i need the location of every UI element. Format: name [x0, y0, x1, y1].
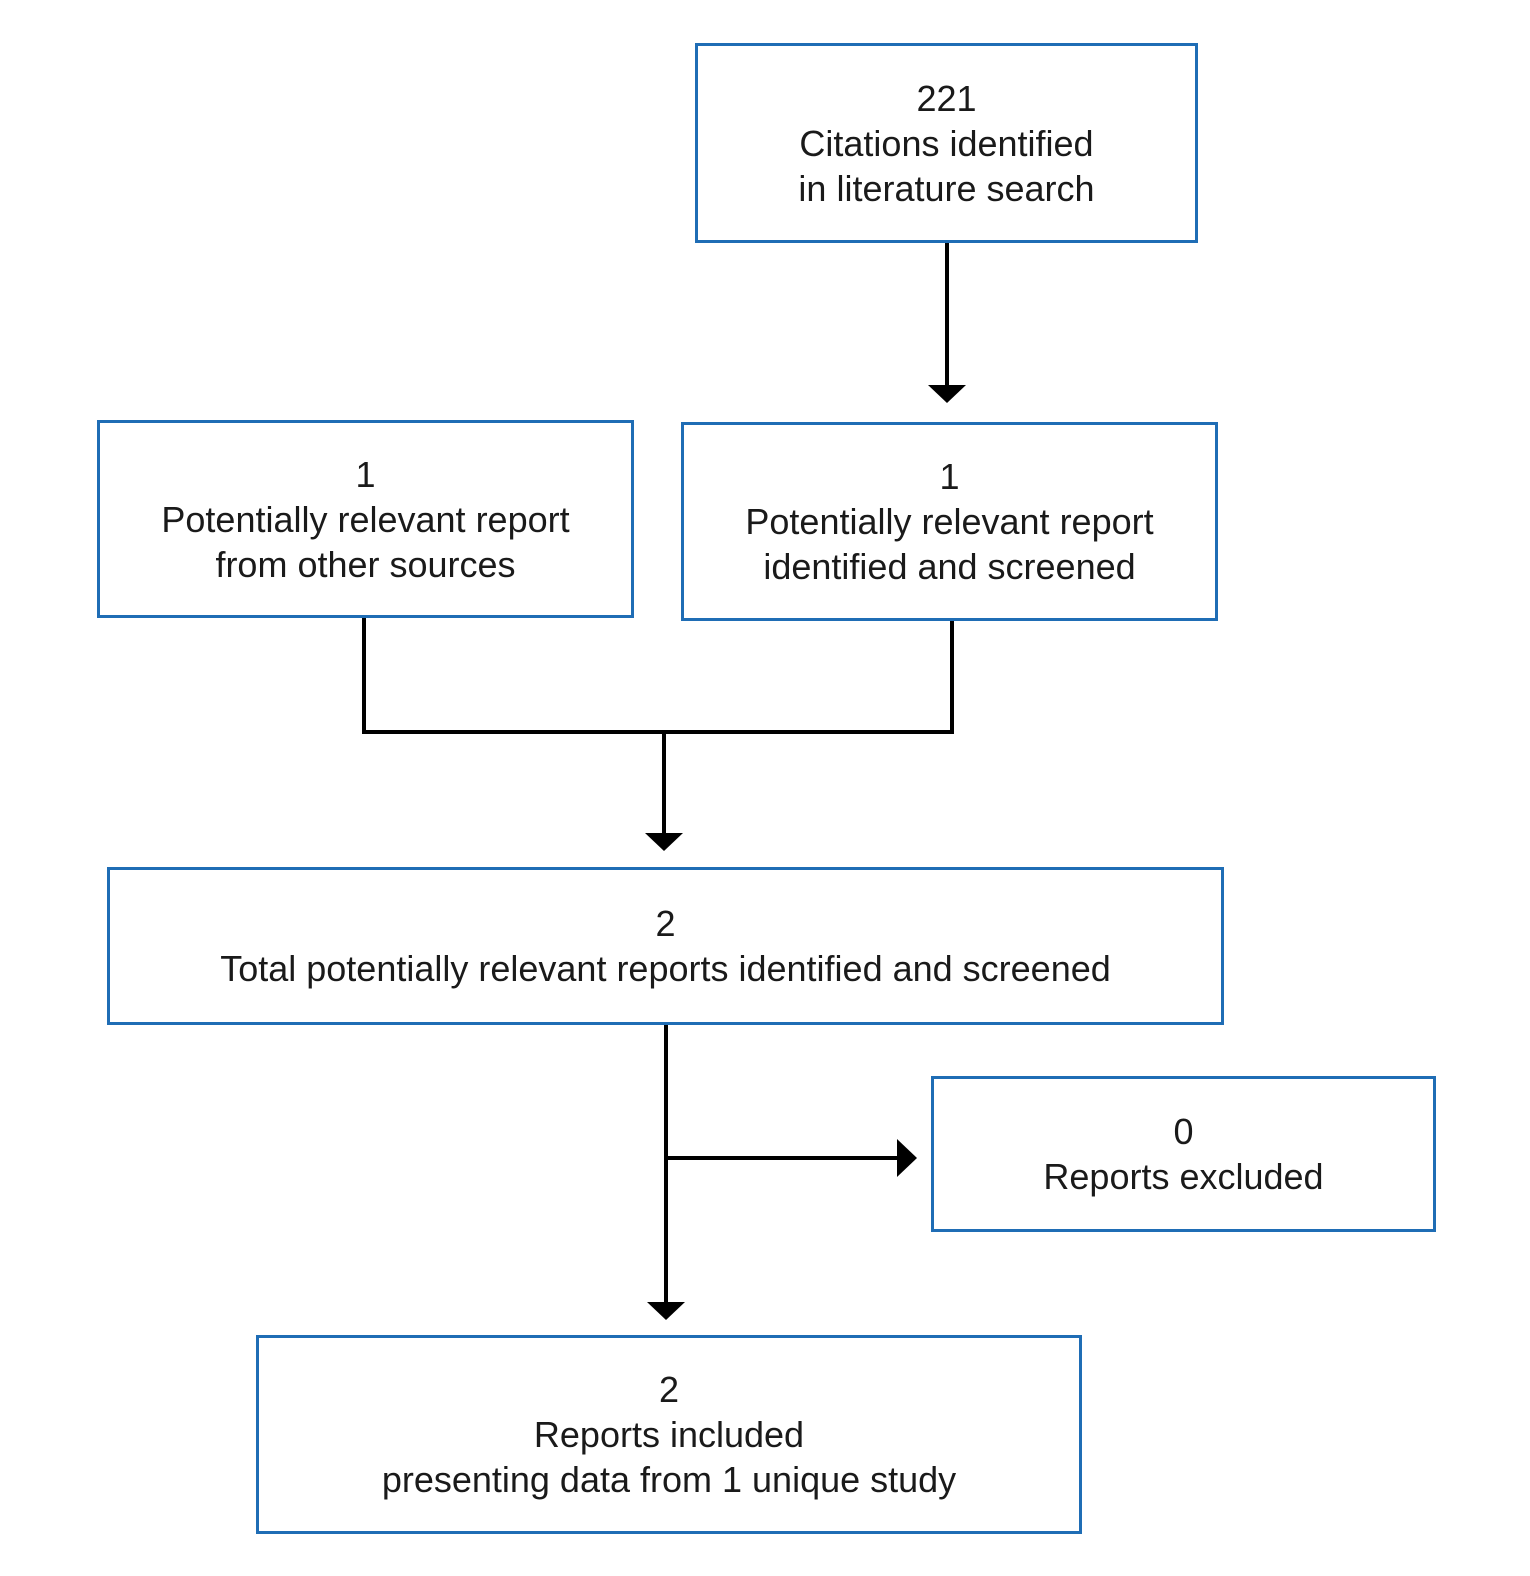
- included-count: 2: [658, 1369, 680, 1410]
- included-label-line1: Reports included: [533, 1414, 805, 1455]
- screened-count: 1: [939, 456, 960, 497]
- reports-excluded-box: 0 Reports excluded: [931, 1076, 1436, 1232]
- excluded-label: Reports excluded: [1043, 1156, 1324, 1197]
- total-screened-box: 2 Total potentially relevant reports ide…: [107, 867, 1224, 1025]
- other-sources-label-line2: from other sources: [215, 543, 516, 585]
- citations-label-line2: in literature search: [798, 167, 1095, 209]
- excluded-count: 0: [1173, 1111, 1194, 1152]
- arrowhead-right: [897, 1139, 917, 1177]
- total-count: 2: [655, 903, 676, 944]
- other-sources-count: 1: [355, 453, 376, 495]
- other-sources-box: 1 Potentially relevant report from other…: [97, 420, 634, 618]
- total-label: Total potentially relevant reports ident…: [220, 948, 1111, 989]
- reports-included-box: 2 Reports included presenting data from …: [256, 1335, 1082, 1534]
- screened-label-line2: identified and screened: [763, 546, 1136, 587]
- connector-merge: [362, 618, 954, 734]
- included-label-line2: presenting data from 1 unique study: [381, 1459, 957, 1500]
- citations-count: 221: [916, 77, 977, 119]
- arrowhead-down-2: [645, 833, 683, 851]
- arrowhead-down-3: [647, 1302, 685, 1320]
- arrowhead-down-1: [928, 385, 966, 403]
- screened-label-line1: Potentially relevant report: [745, 501, 1154, 542]
- citations-label-line1: Citations identified: [799, 122, 1094, 164]
- other-sources-label-line1: Potentially relevant report: [161, 498, 570, 540]
- citations-identified-box: 221 Citations identified in literature s…: [695, 43, 1198, 243]
- screened-report-box: 1 Potentially relevant report identified…: [681, 422, 1218, 621]
